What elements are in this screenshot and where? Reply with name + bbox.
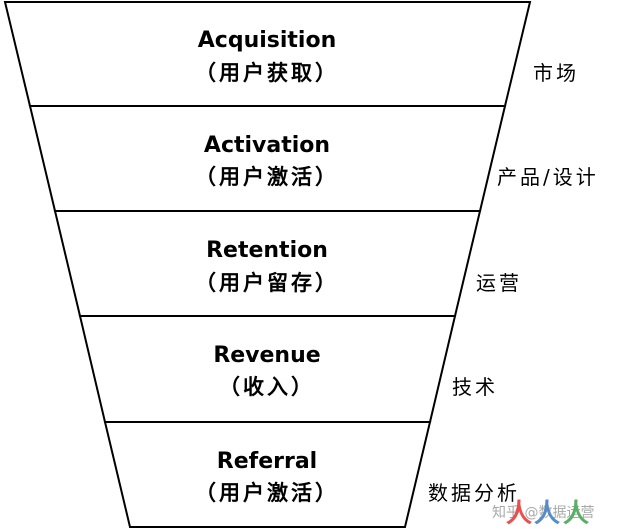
stage-title: Referral [217,449,317,474]
stage-side-label: 运营 [476,271,522,295]
stage-title: Activation [204,133,330,158]
watermark-logo-icon: 人 人 人 [506,499,589,529]
funnel-stage-retention: Retention （用户留存） 运营 [53,210,522,317]
funnel-stage-shape [28,105,507,212]
stage-title: Acquisition [198,28,337,53]
funnel-stage-shape [78,315,457,423]
funnel-stage-referral: Referral （用户激活） 数据分析 [103,421,520,528]
funnel-stage-activation: Activation （用户激活） 产品/设计 [28,105,599,212]
stage-title: Revenue [213,343,320,368]
stage-title: Retention [206,238,328,263]
svg-text:人: 人 [534,499,560,529]
funnel-stage-shape [103,421,432,528]
stage-side-label: 数据分析 [428,481,520,505]
stage-side-label: 市场 [533,61,579,85]
stage-subtitle: （用户留存） [195,271,339,295]
stage-subtitle: （用户激活） [195,165,339,189]
watermark: 知乎 @数据运营 人 人 人 [492,499,594,529]
stage-side-label: 技术 [452,375,498,399]
stage-subtitle: （用户获取） [195,61,339,85]
stage-side-label: 产品/设计 [497,165,599,189]
funnel-stage-revenue: Revenue （收入） 技术 [78,315,498,423]
funnel-stage-shape [3,1,532,107]
svg-text:人: 人 [563,499,589,529]
svg-text:人: 人 [506,499,532,529]
stage-subtitle: （收入） [219,375,315,399]
funnel-stage-acquisition: Acquisition （用户获取） 市场 [3,1,579,107]
stage-subtitle: （用户激活） [195,481,339,505]
watermark-text: 知乎 @数据运营 [492,504,594,521]
funnel-stage-shape [53,210,482,317]
